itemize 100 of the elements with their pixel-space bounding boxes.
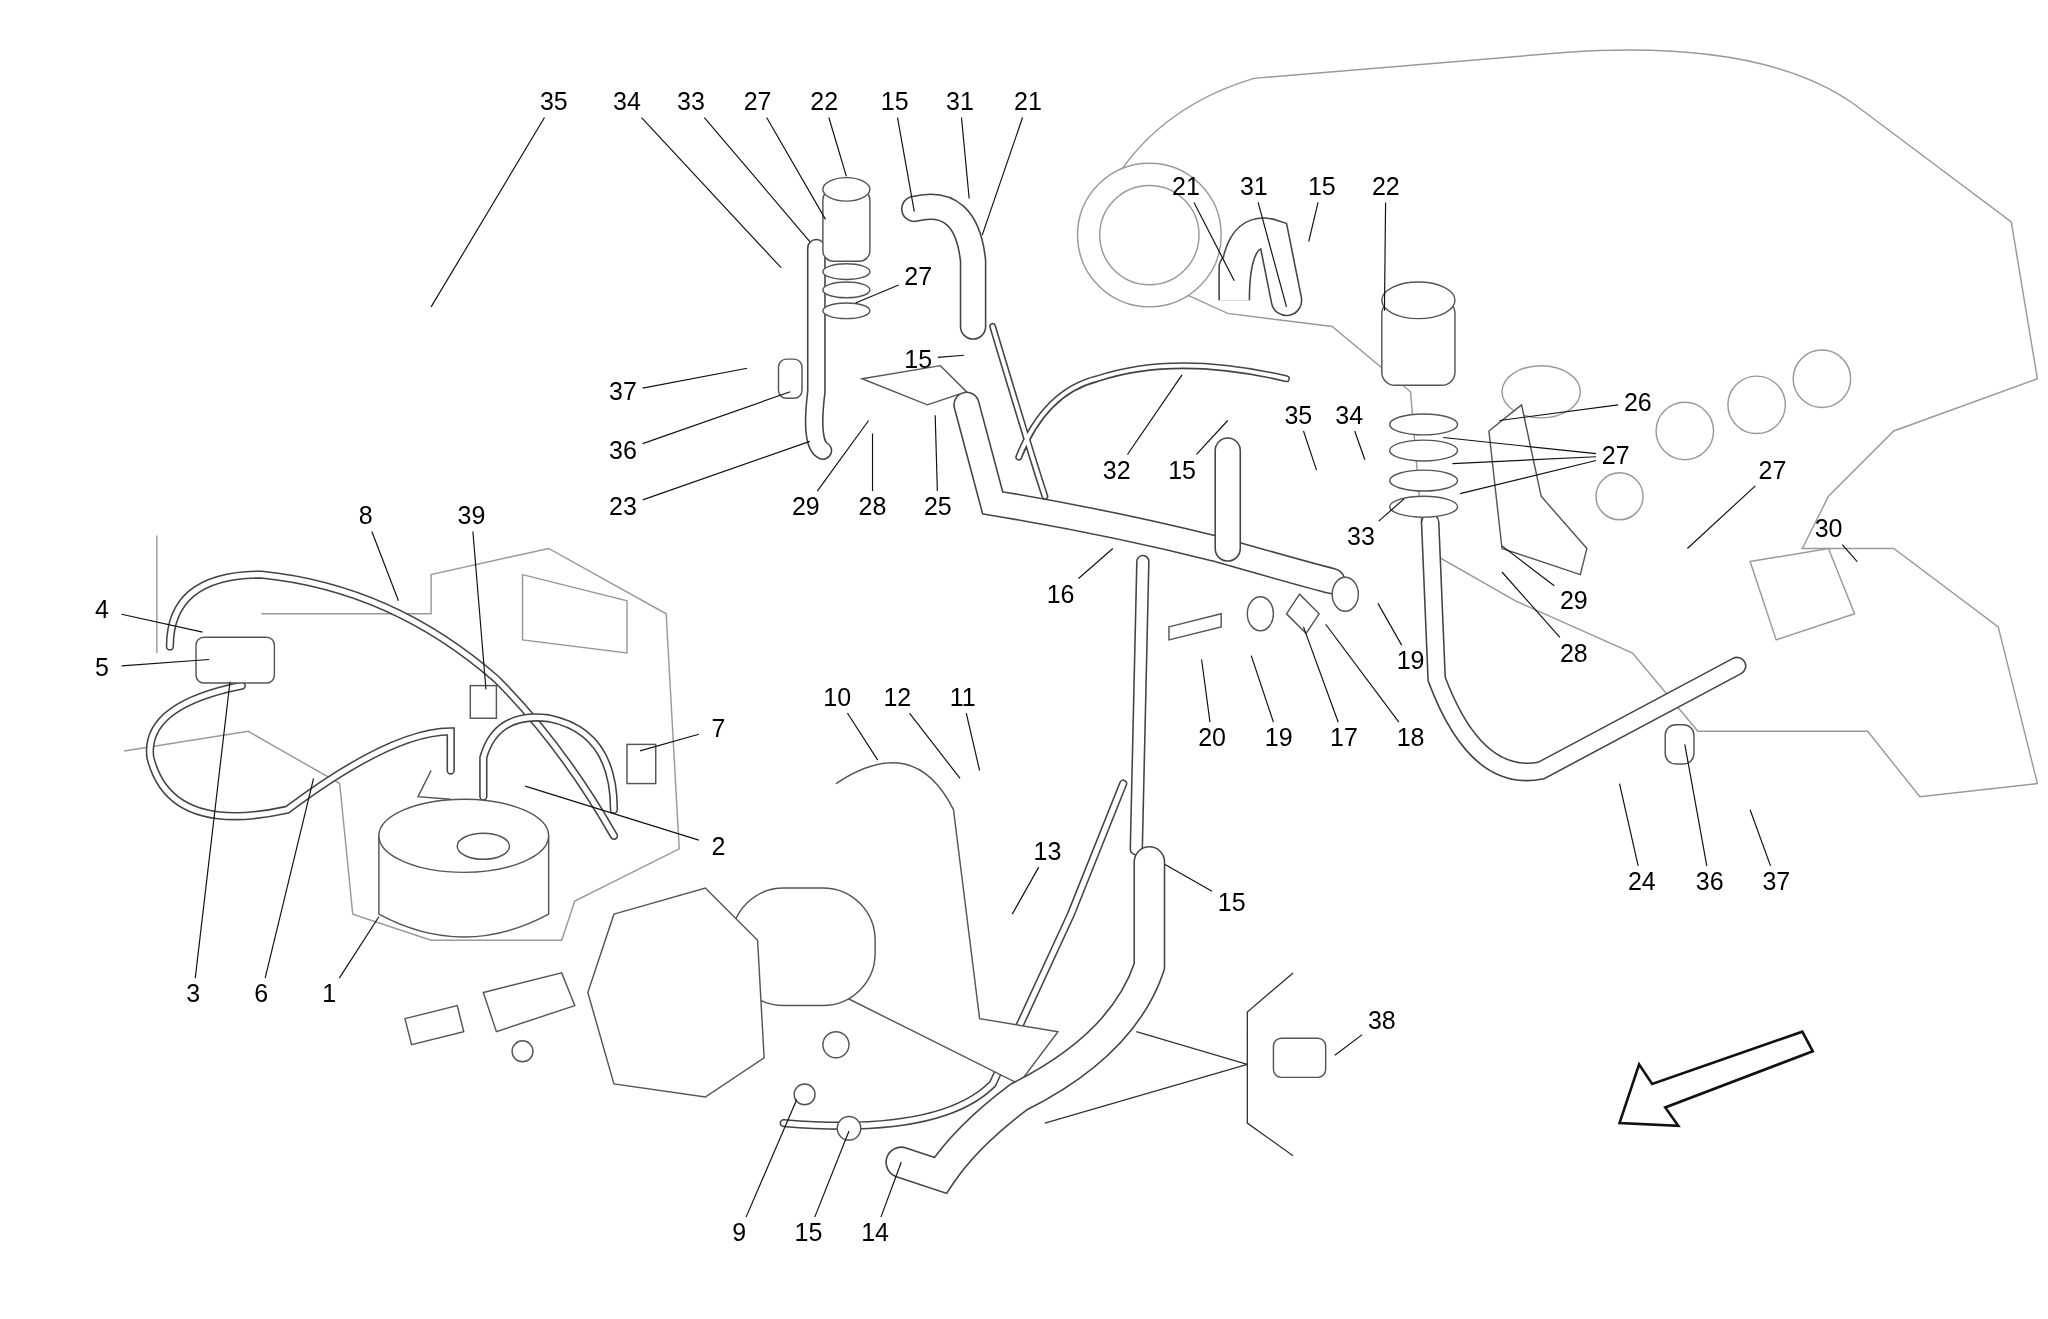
callout-number: 6 bbox=[254, 981, 269, 1007]
leader-line bbox=[1302, 626, 1339, 723]
leader-line bbox=[1195, 419, 1229, 456]
leader-line bbox=[472, 530, 487, 691]
leader-line bbox=[1126, 374, 1183, 456]
callout-number: 7 bbox=[711, 716, 726, 742]
leader-line bbox=[1325, 623, 1400, 723]
leader-line bbox=[908, 712, 961, 779]
callout-number: 22 bbox=[810, 89, 839, 115]
leader-line bbox=[642, 367, 748, 389]
callout-number: 21 bbox=[1014, 89, 1042, 115]
callout-number: 9 bbox=[732, 1220, 747, 1246]
leader-line bbox=[1684, 743, 1708, 867]
callout-number: 33 bbox=[677, 89, 705, 115]
callout-number: 25 bbox=[923, 494, 952, 520]
leader-line bbox=[816, 419, 870, 492]
callout-number: 19 bbox=[1264, 725, 1293, 751]
leader-line bbox=[1011, 866, 1040, 915]
leader-line bbox=[1841, 544, 1858, 563]
leader-line bbox=[871, 433, 874, 492]
callout-number: 15 bbox=[1168, 457, 1196, 483]
leader-line bbox=[642, 440, 811, 501]
leader-line bbox=[524, 785, 700, 841]
callout-number: 38 bbox=[1367, 1007, 1396, 1033]
callout-number: 13 bbox=[1033, 839, 1062, 865]
leader-line bbox=[828, 116, 847, 177]
callout-number: 36 bbox=[1695, 869, 1724, 895]
callout-number: 31 bbox=[946, 89, 974, 115]
leader-line bbox=[846, 712, 879, 761]
leader-line bbox=[371, 530, 400, 602]
leader-line bbox=[1442, 436, 1597, 455]
leader-line bbox=[1618, 782, 1639, 867]
leader-line bbox=[121, 613, 204, 633]
leader-line bbox=[194, 681, 231, 979]
leader-line bbox=[960, 116, 970, 200]
leader-line bbox=[766, 116, 827, 220]
callout-number: 8 bbox=[358, 503, 373, 529]
leader-line bbox=[121, 658, 210, 667]
callout-number: 34 bbox=[613, 89, 641, 115]
callout-number: 23 bbox=[609, 494, 637, 520]
callout-number: 10 bbox=[823, 684, 852, 710]
callout-number: 27 bbox=[1758, 457, 1787, 483]
leader-line bbox=[639, 733, 700, 752]
callout-number: 11 bbox=[949, 684, 976, 710]
leader-line bbox=[934, 414, 938, 492]
callout-number: 1 bbox=[322, 981, 337, 1007]
callout-number: 39 bbox=[457, 503, 486, 529]
callout-number: 3 bbox=[186, 981, 201, 1007]
leader-line bbox=[1164, 863, 1213, 892]
callout-number: 36 bbox=[609, 438, 637, 464]
leader-line bbox=[1451, 456, 1597, 465]
leader-line bbox=[880, 1161, 902, 1218]
leader-line bbox=[1501, 545, 1555, 587]
leader-line bbox=[1201, 658, 1211, 723]
leader-line bbox=[338, 916, 380, 979]
callout-number: 27 bbox=[904, 264, 933, 290]
callout-number: 21 bbox=[1172, 174, 1200, 200]
leader-line bbox=[430, 116, 546, 308]
leader-line bbox=[264, 777, 315, 979]
leader-line bbox=[1686, 485, 1756, 550]
leader-line bbox=[1459, 459, 1597, 495]
callout-number: 31 bbox=[1239, 174, 1268, 200]
callout-number: 27 bbox=[1601, 443, 1630, 469]
callout-number: 29 bbox=[791, 494, 820, 520]
callout-number: 18 bbox=[1396, 725, 1425, 751]
callout-number: 35 bbox=[1284, 402, 1313, 428]
leader-line bbox=[1377, 602, 1403, 646]
leader-line bbox=[1378, 498, 1405, 522]
leader-line bbox=[981, 116, 1024, 236]
callout-number: 33 bbox=[1347, 524, 1375, 550]
callout-number: 20 bbox=[1198, 725, 1226, 751]
callout-number: 15 bbox=[1307, 174, 1336, 200]
callout-number: 2 bbox=[711, 833, 726, 859]
leader-line bbox=[896, 116, 915, 213]
callout-number: 32 bbox=[1102, 457, 1131, 483]
callout-number: 37 bbox=[609, 379, 637, 405]
callout-number: 16 bbox=[1046, 581, 1075, 607]
leader-line bbox=[1354, 430, 1366, 461]
leader-line bbox=[1302, 430, 1318, 471]
callout-number: 24 bbox=[1627, 869, 1656, 895]
callout-number: 34 bbox=[1335, 402, 1364, 428]
callout-number: 28 bbox=[1559, 640, 1588, 666]
callout-number: 28 bbox=[858, 494, 887, 520]
leader-line bbox=[745, 1099, 798, 1218]
callout-number: 26 bbox=[1623, 389, 1652, 415]
callout-number: 15 bbox=[1217, 890, 1246, 915]
callout-number: 4 bbox=[94, 597, 109, 623]
leader-line bbox=[854, 284, 900, 304]
leader-line bbox=[965, 712, 981, 772]
leader-line bbox=[937, 354, 965, 359]
leader-line bbox=[703, 116, 811, 243]
leader-line bbox=[1250, 655, 1274, 723]
callout-number: 12 bbox=[883, 684, 912, 710]
leader-line bbox=[1749, 809, 1772, 867]
leader-line bbox=[1308, 201, 1319, 243]
callout-number: 15 bbox=[794, 1220, 823, 1246]
leader-line bbox=[1383, 201, 1387, 312]
callout-number: 15 bbox=[880, 89, 909, 115]
callout-number: 14 bbox=[861, 1220, 889, 1246]
callout-number: 29 bbox=[1559, 588, 1588, 614]
